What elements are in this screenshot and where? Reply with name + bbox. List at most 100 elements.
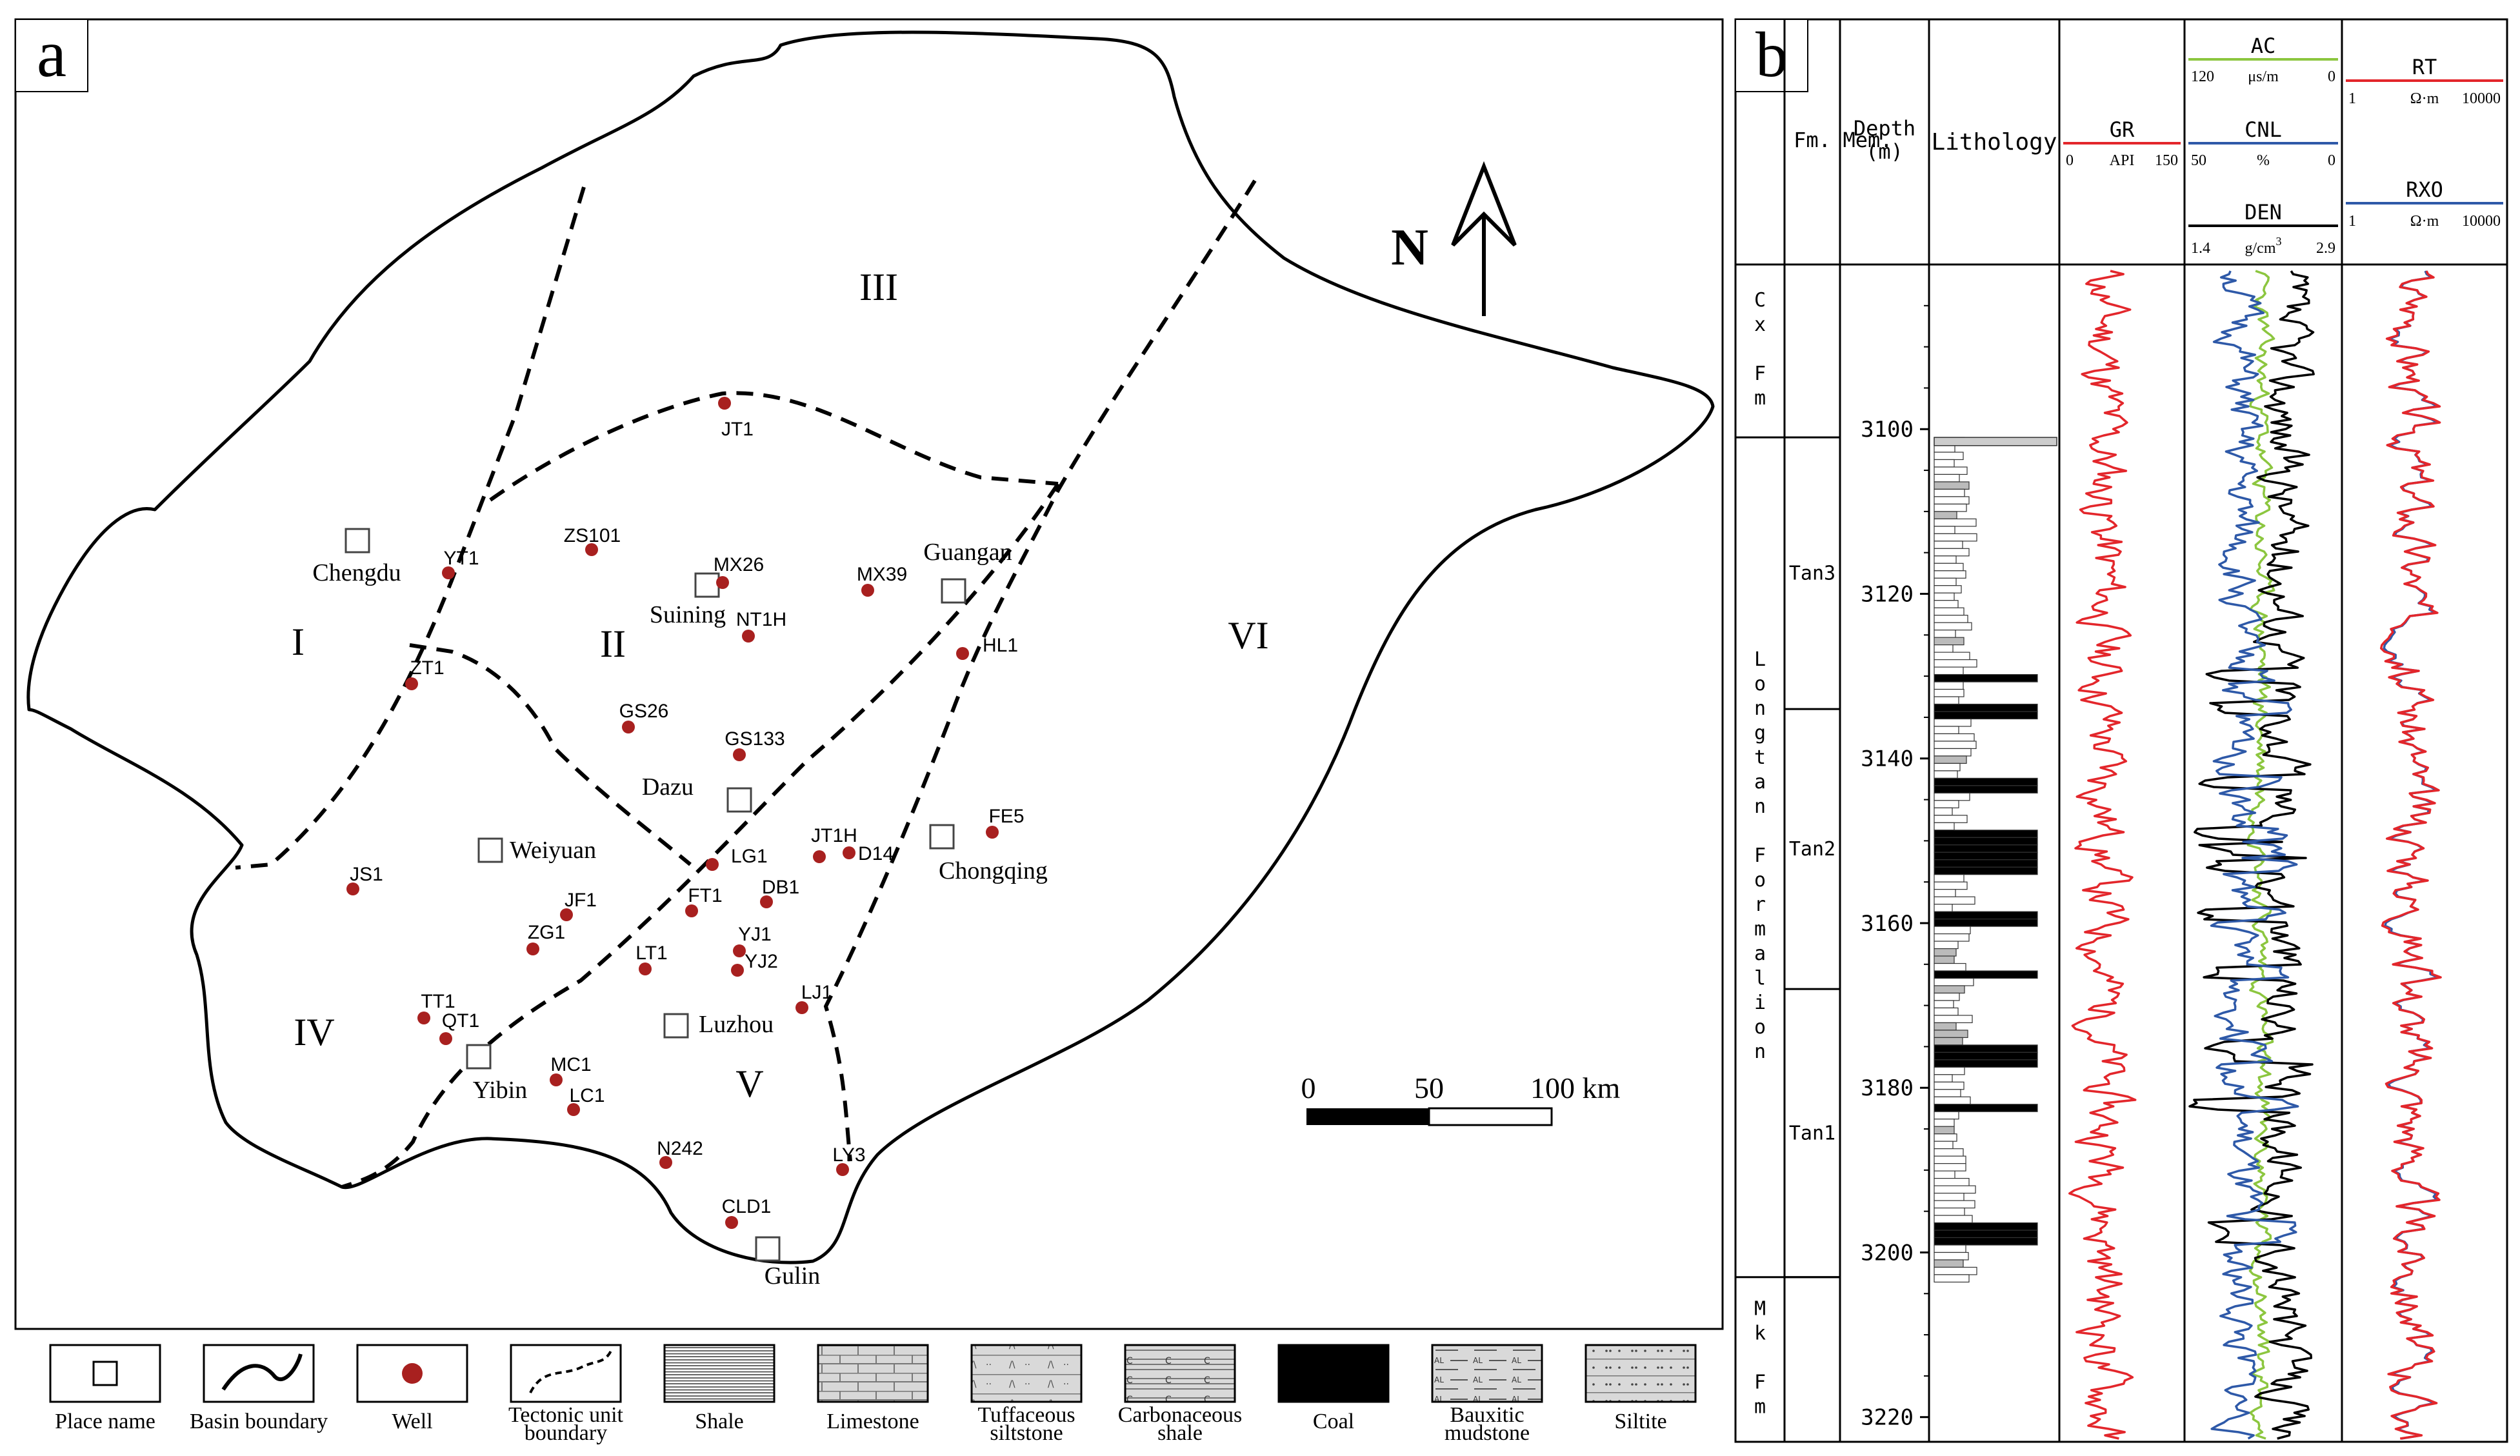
coal-bed: [1934, 777, 2038, 786]
lithology-bed: [1934, 555, 1957, 564]
ac-max: 0: [2328, 68, 2335, 85]
lithology-bed: [1934, 1037, 1963, 1046]
lithology-bed: [1934, 600, 1959, 608]
legend-item: Basin boundary: [190, 1344, 328, 1433]
lithology-bed: [1934, 1207, 1965, 1216]
lithology-bed: [1934, 992, 1960, 1001]
rt-min: 1: [2348, 90, 2356, 107]
coal-bed: [1934, 918, 2038, 927]
scale-bar: 0 50 100 km: [1301, 1072, 1621, 1126]
lithology-bed: [1934, 962, 1966, 972]
place-name: Guangan: [923, 539, 1012, 566]
lithology-bed: [1934, 933, 1970, 942]
lithology-bed: [1934, 666, 1964, 675]
well-label: LY3: [832, 1144, 865, 1166]
lithology-bed: [1934, 896, 1975, 905]
cnl-min: 50: [2191, 152, 2206, 169]
lithology-bed: [1934, 889, 1956, 897]
lithology-bed: [1934, 807, 1953, 816]
lithology-bed: [1934, 1007, 1959, 1016]
lithology-bed: [1934, 1022, 1957, 1031]
well-dot-icon: [622, 721, 635, 733]
legend-label: Basin boundary: [190, 1410, 328, 1433]
tectonic-boundaries: [235, 179, 1257, 1189]
place-name: Dazu: [642, 773, 694, 801]
well-label: JT1H: [811, 825, 857, 846]
well-label: LG1: [731, 846, 768, 867]
well-label: ZT1: [410, 657, 444, 679]
log-curves: [2068, 270, 2442, 1440]
cnl-max: 0: [2328, 152, 2335, 169]
well-dot-icon: [836, 1163, 849, 1176]
lithology-bed: [1934, 615, 1968, 623]
lithology-bed: [1934, 822, 1955, 831]
well-dot-icon: [813, 850, 826, 863]
lithology-bed: [1934, 1119, 1955, 1127]
depth-tick-label: 3220: [1861, 1405, 1914, 1431]
depth-tick-label: 3160: [1861, 911, 1914, 937]
region-label: I: [292, 621, 305, 663]
depth-tick-label: 3140: [1861, 746, 1914, 772]
legend-item: Well: [356, 1344, 468, 1433]
rxo-min: 1: [2348, 213, 2356, 230]
well-dot-icon: [725, 1216, 738, 1229]
lithology-bed: [1934, 607, 1965, 616]
header-mem: Mem.: [1843, 128, 1892, 152]
well-label: TT1: [421, 991, 455, 1012]
place-square-icon: [941, 578, 966, 604]
lithology-bed: [1934, 563, 1964, 572]
well-label: YT1: [443, 548, 479, 569]
well-label: MX39: [857, 564, 907, 585]
lithology-bed: [1934, 696, 1959, 705]
coal-bed: [1934, 1104, 2038, 1112]
coal-bed: [1934, 844, 2038, 853]
north-label: N: [1391, 219, 1428, 276]
well-dot-icon: [567, 1103, 580, 1116]
scale-bar-white: [1428, 1107, 1553, 1126]
gr-min: 0: [2066, 152, 2074, 169]
well-label: GS133: [725, 728, 785, 750]
lithology-bed: [1934, 496, 1970, 504]
place-name: Suining: [650, 601, 726, 628]
lithology-bed: [1934, 815, 1968, 823]
region-labels: I II III IV V VI: [292, 266, 1269, 1105]
log-frame: [1734, 18, 2508, 1443]
well-label: YJ2: [745, 951, 778, 972]
lithology-bed: [1934, 1096, 1971, 1105]
place-name: Yibin: [473, 1077, 527, 1104]
lithology-bed: [1934, 874, 1965, 883]
siltite-pattern: [1585, 1344, 1697, 1403]
lithology-bed: [1934, 955, 1955, 964]
lithology-bed: [1934, 570, 1966, 579]
lithology-bed: [1934, 637, 1965, 646]
well-dot-icon: [733, 944, 746, 957]
lithology-bed: [1934, 488, 1965, 497]
lithology-bed: [1934, 977, 1974, 986]
legend-label: Well: [392, 1410, 432, 1433]
north-arrow: N: [1391, 161, 1517, 316]
member-label: Tan3: [1789, 563, 1835, 585]
rt-max: 10000: [2462, 90, 2501, 107]
lithology-bed: [1934, 1178, 1970, 1186]
lithology-bed: [1934, 459, 1955, 468]
lithology-bed: [1934, 1089, 1961, 1097]
well-dot-icon: [760, 895, 773, 908]
scale-bar-black: [1306, 1108, 1429, 1125]
lithology-bed: [1934, 1148, 1964, 1157]
carbonaceous-pattern: [1124, 1344, 1236, 1403]
lithology-bed: [1934, 452, 1964, 461]
well-label: N242: [657, 1138, 703, 1159]
lithology-bed: [1934, 1192, 1965, 1201]
lithology-bed: [1934, 1015, 1973, 1024]
lithology-bed: [1934, 748, 1972, 757]
lithology-bed: [1934, 659, 1977, 668]
shale-pattern: [663, 1344, 775, 1403]
